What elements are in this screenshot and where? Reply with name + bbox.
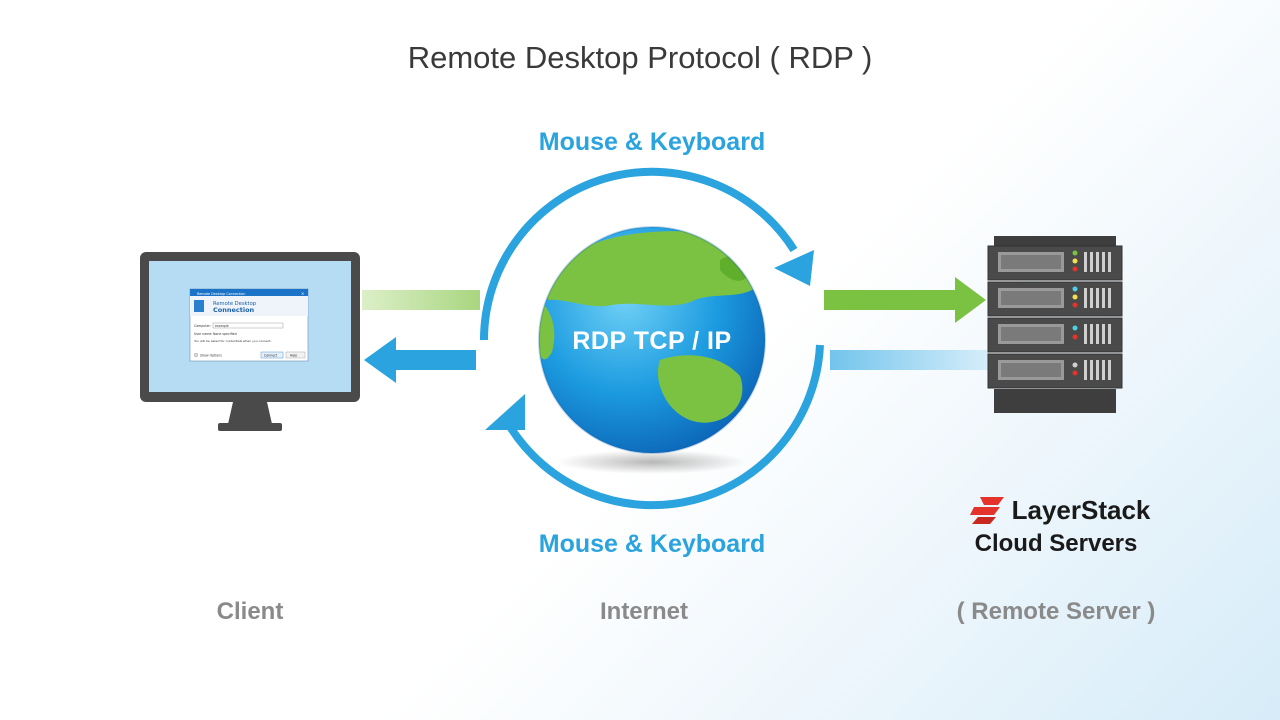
column-label-client: Client bbox=[216, 598, 284, 625]
arrow-left-icon bbox=[364, 337, 476, 383]
flow-label-bottom: Mouse & Keyboard bbox=[538, 530, 766, 558]
page-title: Remote Desktop Protocol ( RDP ) bbox=[407, 40, 873, 75]
globe-icon bbox=[538, 226, 766, 454]
column-label-server: ( Remote Server ) bbox=[956, 598, 1156, 625]
dialog-heading-1: Remote Desktop bbox=[213, 301, 257, 307]
server-rack-icon bbox=[987, 236, 1123, 413]
dialog-username-label: User name: bbox=[194, 332, 212, 336]
dialog-connect-button[interactable] bbox=[260, 351, 284, 359]
dialog-note: You will be asked for credentials when y… bbox=[194, 339, 272, 343]
dialog-heading-2: Connection bbox=[213, 306, 255, 314]
arrowhead-top-icon bbox=[774, 250, 814, 286]
client-outgoing-bar bbox=[362, 290, 480, 310]
brand-subtitle: Cloud Servers bbox=[974, 530, 1138, 557]
dialog-help-label: Help bbox=[290, 354, 297, 358]
dialog-connect-label: Connect bbox=[264, 354, 278, 358]
layerstack-logo-icon bbox=[969, 497, 1004, 524]
cycle-arrows-icon bbox=[479, 167, 824, 510]
globe-label: RDP TCP / IP bbox=[572, 327, 732, 355]
dialog-window-title: Remote Desktop Connection bbox=[197, 292, 245, 296]
dialog-computer-input[interactable] bbox=[212, 322, 284, 329]
dialog-close-icon[interactable]: × bbox=[301, 291, 304, 296]
dialog-username-value: None specified bbox=[213, 332, 237, 336]
column-label-internet: Internet bbox=[599, 598, 688, 625]
dialog-computer-value: example bbox=[215, 324, 229, 328]
brand-name: LayerStack bbox=[1011, 494, 1151, 525]
arrow-right-icon bbox=[824, 277, 986, 323]
dialog-computer-label: Computer: bbox=[194, 324, 211, 328]
brand: LayerStack bbox=[940, 490, 1180, 530]
arrowhead-bottom-icon bbox=[485, 394, 525, 430]
show-options-icon[interactable] bbox=[194, 353, 198, 357]
dialog-show-options[interactable]: Show Options bbox=[200, 354, 222, 358]
server-outgoing-bar bbox=[830, 350, 990, 370]
rdp-dialog-window: Remote Desktop Connection × Remote Deskt… bbox=[189, 288, 309, 362]
dialog-help-button[interactable] bbox=[285, 351, 306, 359]
flow-label-top: Mouse & Keyboard bbox=[538, 128, 766, 156]
